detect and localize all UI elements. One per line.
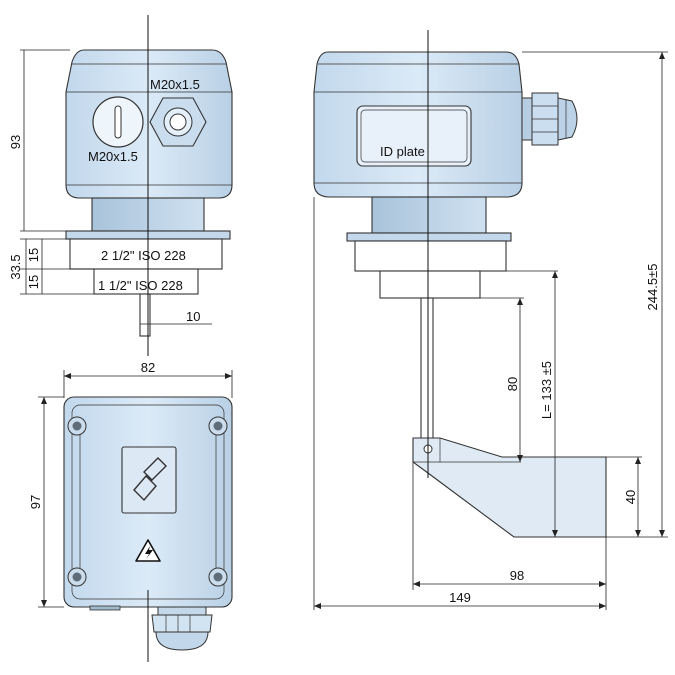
dim-80: 80 xyxy=(505,377,520,391)
dim-98: 98 xyxy=(510,568,524,583)
dim-82: 82 xyxy=(141,360,155,375)
dim-33-5: 33.5 xyxy=(8,254,23,279)
thread-small-label: 1 1/2" ISO 228 xyxy=(98,278,183,293)
cable-gland-icon xyxy=(149,97,207,147)
housing-screw xyxy=(67,416,87,436)
side-view: ID plate 244.5±5 xyxy=(313,30,668,610)
top-view: 82 xyxy=(28,360,233,662)
side-flange xyxy=(346,232,512,242)
side-thread-small xyxy=(379,270,481,299)
front-shaft xyxy=(139,293,151,337)
dim-244-5: 244.5±5 xyxy=(645,264,660,311)
front-view: M20x1.5 M20x1.5 2 1/2" ISO 228 1 1/2" IS… xyxy=(8,15,233,356)
rod xyxy=(420,297,434,445)
id-plate xyxy=(356,105,472,167)
id-plate-label: ID plate xyxy=(380,144,425,159)
dim-15-lower: 15 xyxy=(26,275,41,289)
top-view-cable-gland xyxy=(89,605,213,651)
dim-93: 93 xyxy=(8,135,23,149)
housing-screw xyxy=(208,567,228,587)
screw-cap-icon xyxy=(92,96,144,148)
company-logo-icon xyxy=(121,446,177,514)
high-voltage-warning-icon xyxy=(135,539,161,562)
front-thread-small xyxy=(93,268,199,295)
front-housing-edges xyxy=(66,63,232,186)
dim-length: L= 133 ±5 xyxy=(539,361,554,419)
thread-large-label: 2 1/2" ISO 228 xyxy=(101,248,186,263)
dim-149: 149 xyxy=(449,590,471,605)
side-cable-gland-icon xyxy=(521,92,578,146)
side-neck xyxy=(371,196,487,234)
housing-screw xyxy=(67,567,87,587)
side-thread-large xyxy=(354,240,507,272)
dim-97: 97 xyxy=(28,495,43,509)
label-m20-bottom: M20x1.5 xyxy=(88,149,138,164)
paddle xyxy=(412,437,607,538)
label-m20-top: M20x1.5 xyxy=(150,77,200,92)
dim-15-upper: 15 xyxy=(26,248,41,262)
front-housing xyxy=(65,49,233,199)
dim-10: 10 xyxy=(186,309,200,324)
dim-40: 40 xyxy=(623,490,638,504)
housing-screw xyxy=(208,416,228,436)
